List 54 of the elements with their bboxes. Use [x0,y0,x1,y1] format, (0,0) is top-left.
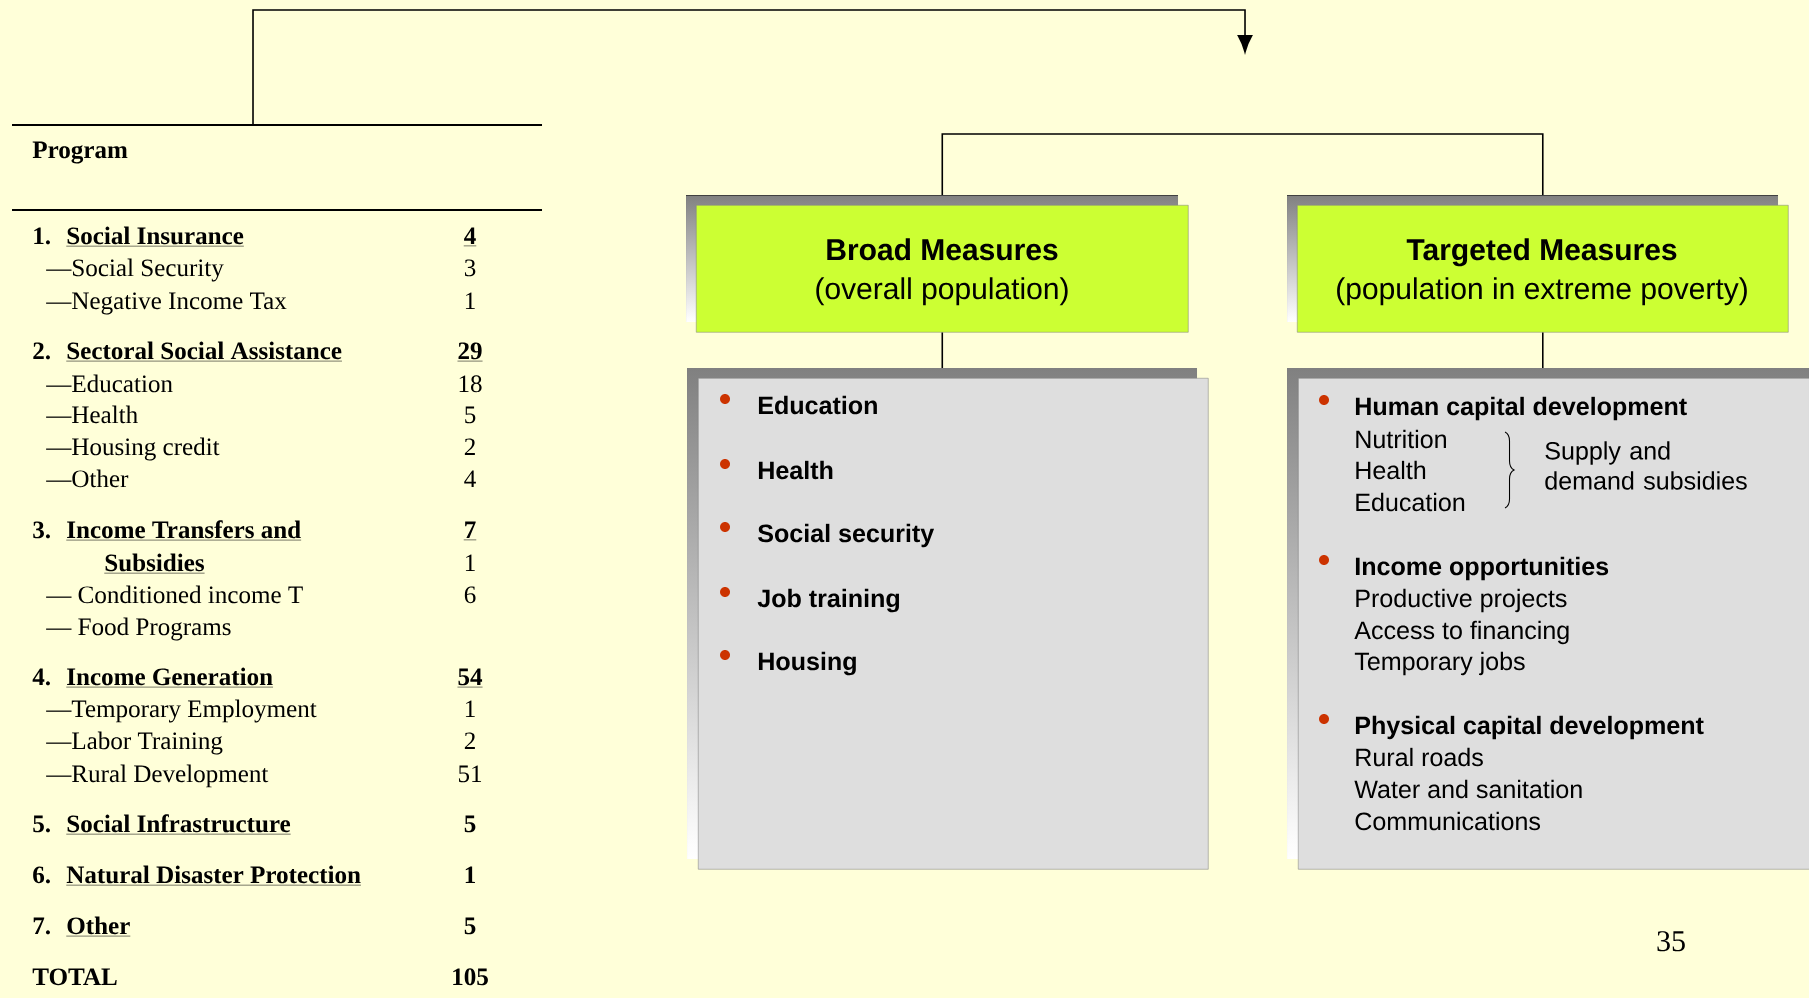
program-value: 1 [465,866,475,883]
subprogram-name: —Rural Development [46,764,269,788]
subprogram-name: —Housing credit [46,437,220,461]
program-name: Social Insurance [66,226,245,247]
row-number: 7. [33,917,50,935]
connector [941,331,944,369]
program-value: 5 [464,917,476,935]
subprogram-value: 18 [459,375,482,393]
row-number: 3. [33,521,50,539]
subprogram-name: —Health [46,405,138,424]
row-number: 6. [33,866,50,884]
subprogram-value: 1 [465,554,475,571]
connector [941,133,1544,196]
subprogram-name: — Food Programs [46,617,231,641]
subprogram-name: —Negative Income Tax [46,292,287,315]
program-name: Income Generation [66,667,274,688]
program-value: 5 [464,815,476,833]
program-value: 29 [457,342,483,362]
row-number: 5. [33,815,50,833]
subprogram-name: —Social Security [46,258,224,282]
program-name: Other [66,916,131,937]
subprogram-value: 2 [464,438,475,455]
subprogram-value: 4 [464,470,476,487]
subprogram-value: 5 [465,406,476,424]
measure-box: Targeted Measures (population in extreme poverty) [1287,195,1789,333]
connector [1542,331,1544,369]
total-label: TOTAL [32,968,117,986]
program-value: 7 [463,521,477,541]
subprogram-value: 1 [465,292,475,309]
program-value: 54 [457,668,483,688]
row-number: 2. [33,342,50,360]
program-name: Subsidies [104,553,205,574]
measure-box: Broad Measures (overall population) [686,195,1189,333]
row-number: 4. [32,668,50,686]
subprogram-value: 2 [464,732,475,749]
program-name: Natural Disaster Protection [66,865,362,886]
subprogram-name: —Education [46,374,173,393]
subprogram-name: —Temporary Employment [46,699,317,723]
program-value: 4 [463,227,477,247]
subprogram-value: 51 [458,765,482,783]
table-header: Program [32,141,128,164]
program-value: 105 [453,968,488,986]
subprogram-name: —Other [46,469,129,488]
page-number: 35 [1657,931,1685,952]
program-name: Sectoral Social Assistance [66,341,343,362]
program-name: Social Infrastructure [66,814,291,835]
subprogram-value: 1 [465,700,475,717]
subprogram-value: 6 [464,586,476,604]
subprogram-value: 3 [464,259,476,277]
subprogram-name: — Conditioned income T [46,585,303,604]
subprogram-name: —Labor Training [46,731,223,755]
row-number: 1. [34,227,50,245]
arrow [252,9,1253,126]
program-name: Income Transfers and [66,520,302,541]
